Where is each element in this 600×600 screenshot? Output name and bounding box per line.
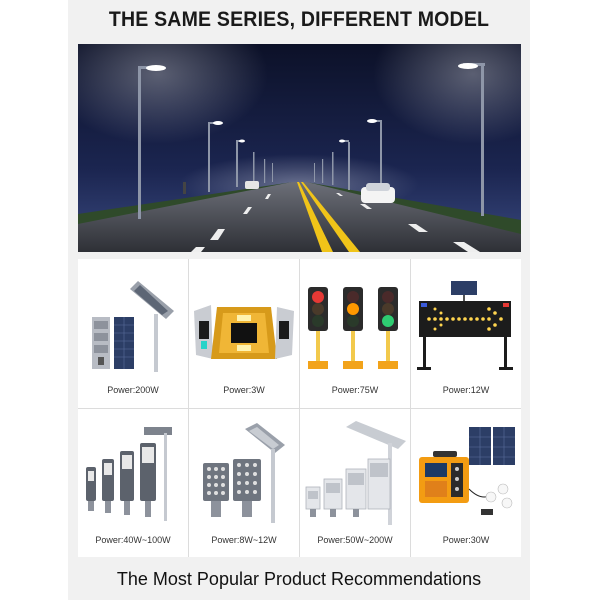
solar-street-light-icon: [92, 281, 174, 372]
product-card-street-light-series-c[interactable]: Power:50W~200W: [300, 409, 410, 557]
solar-generator-icon: [419, 427, 515, 515]
grid-divider: [78, 408, 521, 409]
street-light-large-icon: [305, 421, 406, 525]
product-card-portable-traffic-light[interactable]: Power:75W: [300, 259, 410, 407]
product-power-label: Power:3W: [223, 385, 265, 395]
product-grid: Power:200W Power:3W: [78, 259, 521, 557]
product-power-label: Power:75W: [331, 385, 379, 395]
product-card-solar-generator-kit[interactable]: Power:30W: [411, 409, 521, 557]
street-light-series-icon: [86, 427, 172, 521]
product-card-solar-road-stud[interactable]: Power:3W: [189, 259, 299, 407]
product-card-arrow-sign-board[interactable]: Power:12W: [411, 259, 521, 407]
arrow-board-icon: [417, 281, 513, 370]
product-power-label: Power:200W: [107, 385, 159, 395]
footer-text: The Most Popular Product Recommendations: [116, 569, 482, 589]
traffic-light-icon: [308, 287, 398, 369]
street-road-at-night-image: [78, 44, 521, 252]
road-stud-icon: [194, 305, 294, 359]
product-power-label: Power:30W: [442, 535, 490, 545]
product-card-integrated-solar-street-light[interactable]: Power:200W: [78, 259, 188, 407]
product-power-label: Power:40W~100W: [95, 535, 171, 545]
product-card-street-light-series-a[interactable]: Power:40W~100W: [78, 409, 188, 557]
street-light-small-icon: [203, 423, 285, 523]
product-card-street-light-series-b[interactable]: Power:8W~12W: [189, 409, 299, 557]
page-title: THE SAME SERIES, DIFFERENT MODEL: [108, 8, 490, 31]
product-power-label: Power:8W~12W: [211, 535, 277, 545]
product-power-label: Power:50W~200W: [317, 535, 393, 545]
product-power-label: Power:12W: [442, 385, 490, 395]
